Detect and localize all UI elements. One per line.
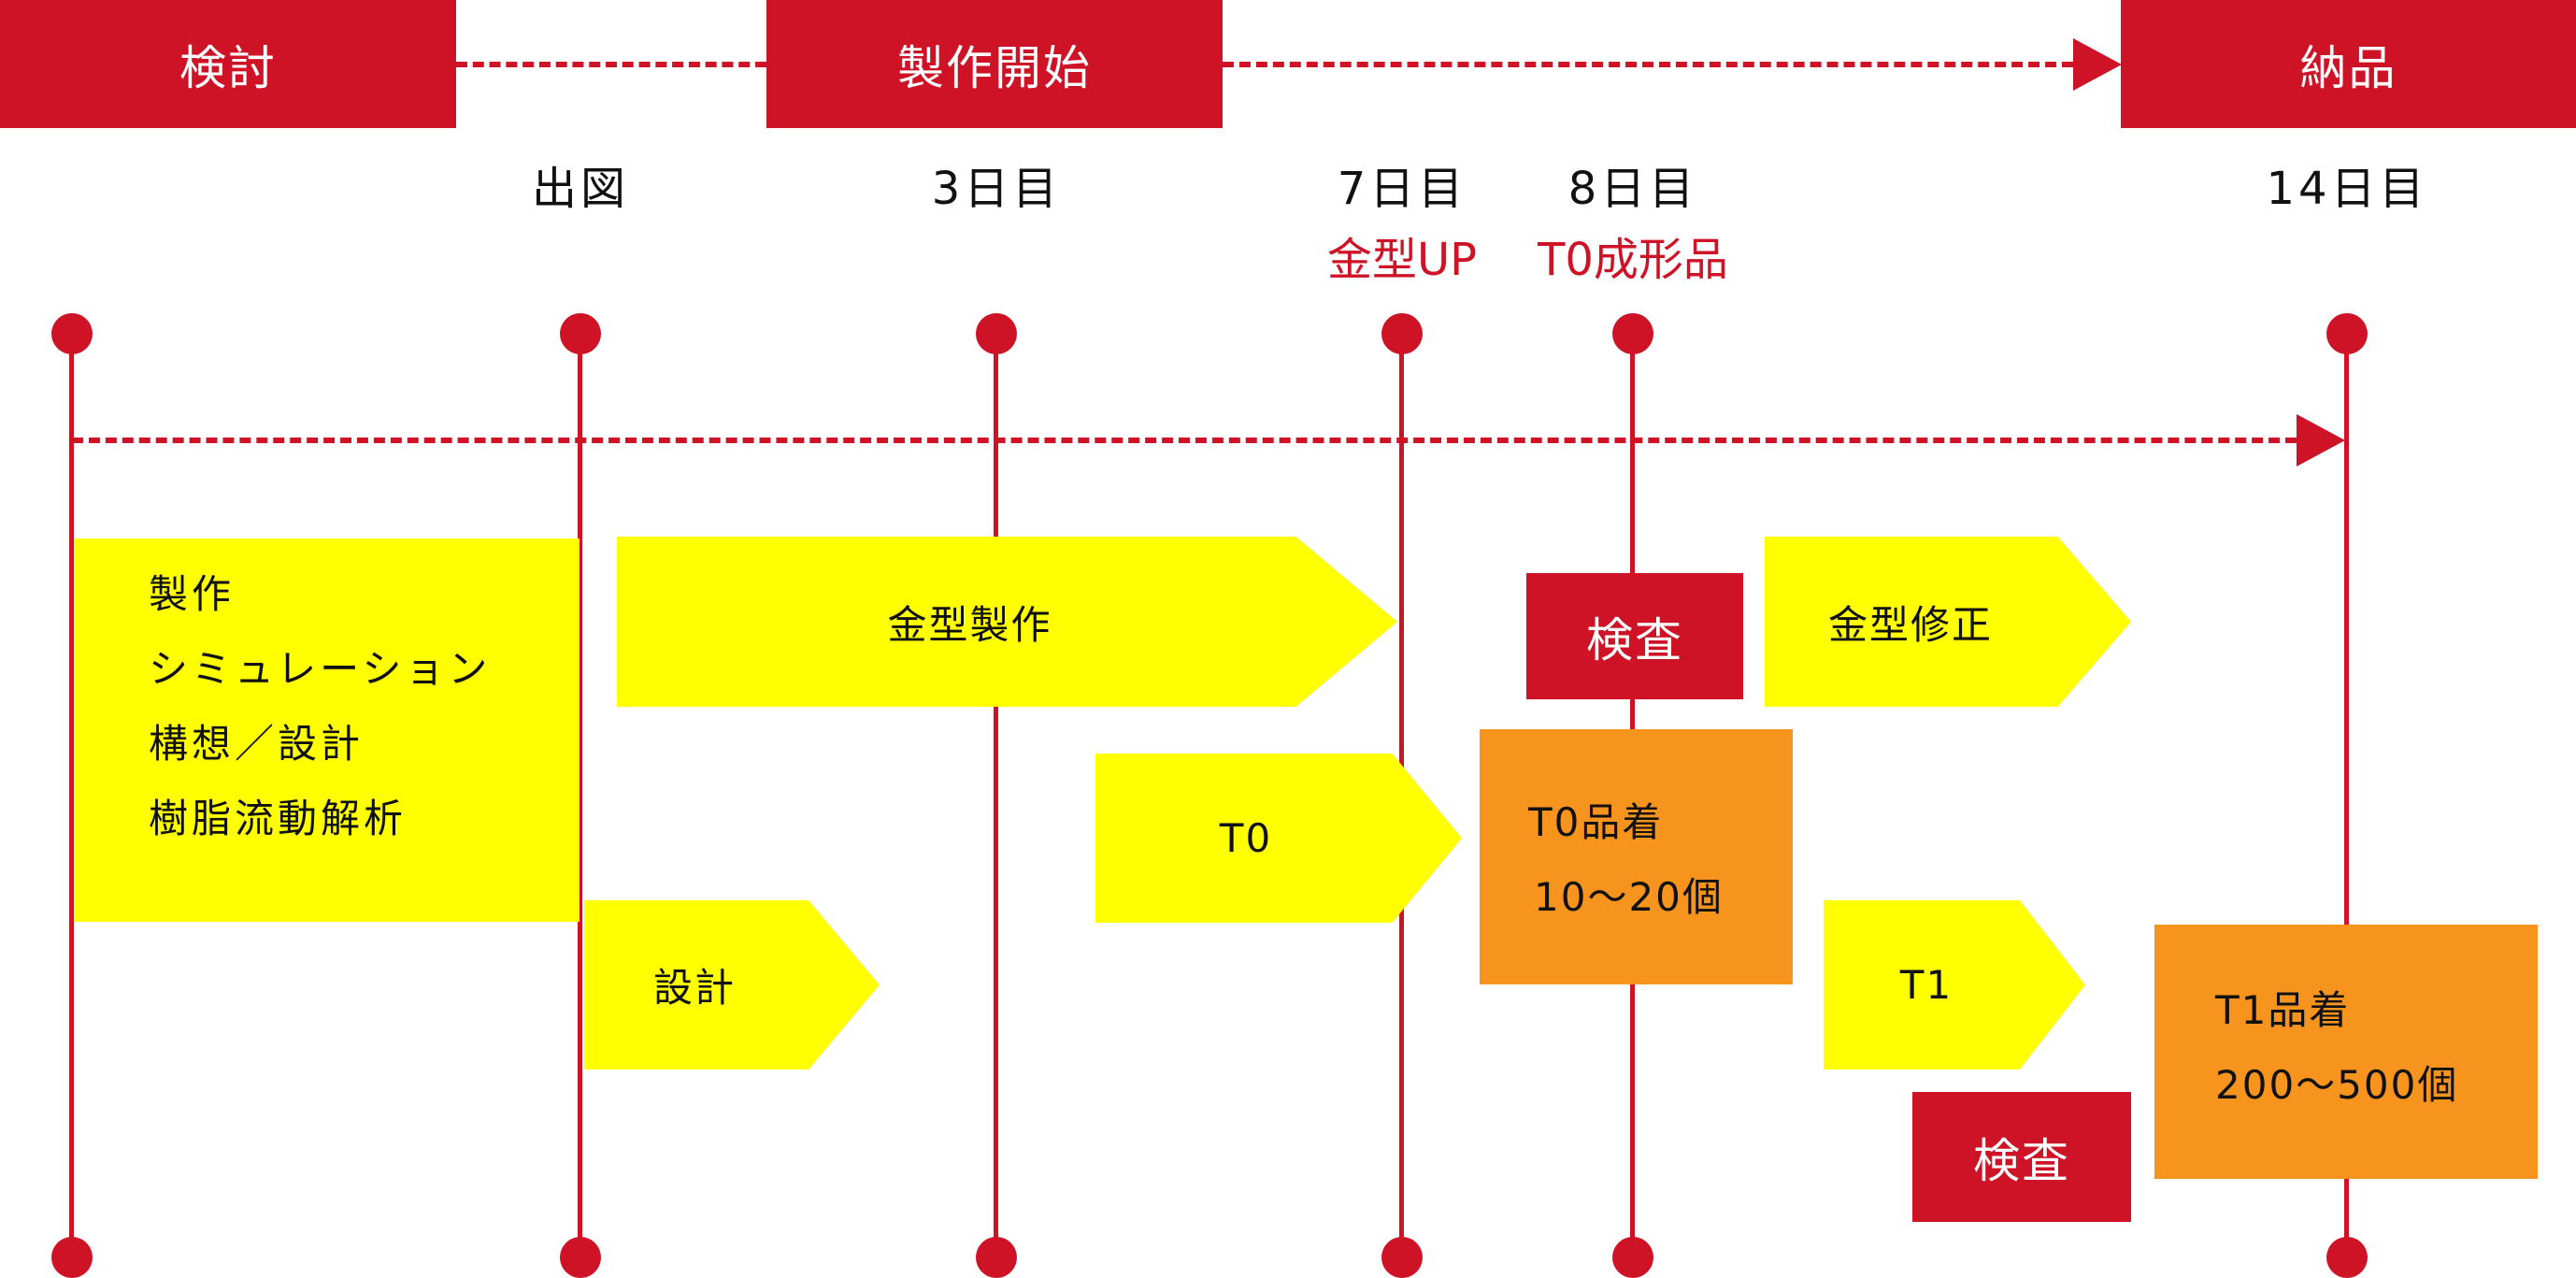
timeline-dot-drawing-top	[560, 313, 601, 354]
phase-delivery: 納品	[2121, 0, 2576, 128]
timeline-dot-day8-top	[1612, 313, 1653, 354]
phase-arrow-icon	[2073, 38, 2122, 91]
timeline-dot-day7-top	[1381, 313, 1423, 354]
task-mold-making: 金型製作	[617, 537, 1397, 707]
deliverable-t0-parts: T0品着 10～20個	[1480, 729, 1793, 984]
milestone-drawing: 出図	[531, 163, 630, 215]
timeline-line-start	[69, 334, 74, 1259]
timeline-dot-start-top	[51, 313, 93, 354]
note-t0-molded: T0成形品	[1538, 234, 1728, 286]
timeline-line-day14	[2344, 334, 2349, 1259]
timeline-dot-day8-bottom	[1612, 1237, 1653, 1278]
deliverable-t0-title: T0品着	[1528, 799, 1664, 845]
phase-review: 検討	[0, 0, 456, 128]
milestone-day8: 8日目	[1567, 163, 1698, 215]
review-task-item: 樹脂流動解析	[149, 796, 408, 841]
deliverable-t1-title: T1品着	[2215, 987, 2351, 1033]
deliverable-t1-qty: 200～500個	[2215, 1062, 2459, 1108]
task-t0-label: T0	[1219, 815, 1273, 861]
note-mold-up: 金型UP	[1326, 234, 1478, 286]
phase-connector-2	[1223, 62, 2073, 67]
timeline-line-drawing	[578, 334, 582, 1259]
phase-connector-1	[456, 62, 766, 67]
deliverable-t1-parts: T1品着 200～500個	[2154, 925, 2538, 1179]
inspection-box-1: 検査	[1526, 573, 1743, 699]
review-tasks-list: 製作 シミュレーション 構想／設計 樹脂流動解析	[149, 557, 491, 856]
task-t1: T1	[1824, 900, 2085, 1070]
timeline-dot-start-bottom	[51, 1237, 93, 1278]
milestone-day7: 7日目	[1337, 163, 1467, 215]
review-task-item: シミュレーション	[149, 646, 492, 692]
task-t0: T0	[1095, 754, 1462, 923]
timeline-dot-day3-bottom	[976, 1237, 1017, 1278]
timeline-dot-drawing-bottom	[560, 1237, 601, 1278]
milestone-day3: 3日目	[931, 163, 1062, 215]
task-mold-fix: 金型修正	[1765, 537, 2131, 707]
timeline-line-day3	[994, 334, 998, 1259]
overall-duration-line	[72, 438, 2297, 443]
task-t1-label: T1	[1899, 962, 1953, 1008]
inspection-box-2: 検査	[1912, 1092, 2131, 1222]
task-mold-making-label: 金型製作	[887, 601, 1052, 648]
timeline-dot-day7-bottom	[1381, 1237, 1423, 1278]
timeline-dot-day14-bottom	[2326, 1237, 2368, 1278]
review-task-item: 構想／設計	[149, 721, 365, 767]
timeline-dot-day14-top	[2326, 313, 2368, 354]
task-design-label: 設計	[652, 965, 736, 1011]
overall-duration-arrow-icon	[2297, 414, 2345, 467]
deliverable-t0-qty: 10～20個	[1534, 874, 1724, 920]
milestone-day14: 14日目	[2266, 163, 2428, 215]
task-mold-fix-label: 金型修正	[1827, 601, 1993, 648]
review-tasks-box: 製作 シミュレーション 構想／設計 樹脂流動解析	[75, 538, 580, 922]
phase-production-start: 製作開始	[766, 0, 1223, 128]
task-design: 設計	[584, 900, 880, 1070]
timeline-dot-day3-top	[976, 313, 1017, 354]
review-task-item: 製作	[149, 571, 236, 617]
